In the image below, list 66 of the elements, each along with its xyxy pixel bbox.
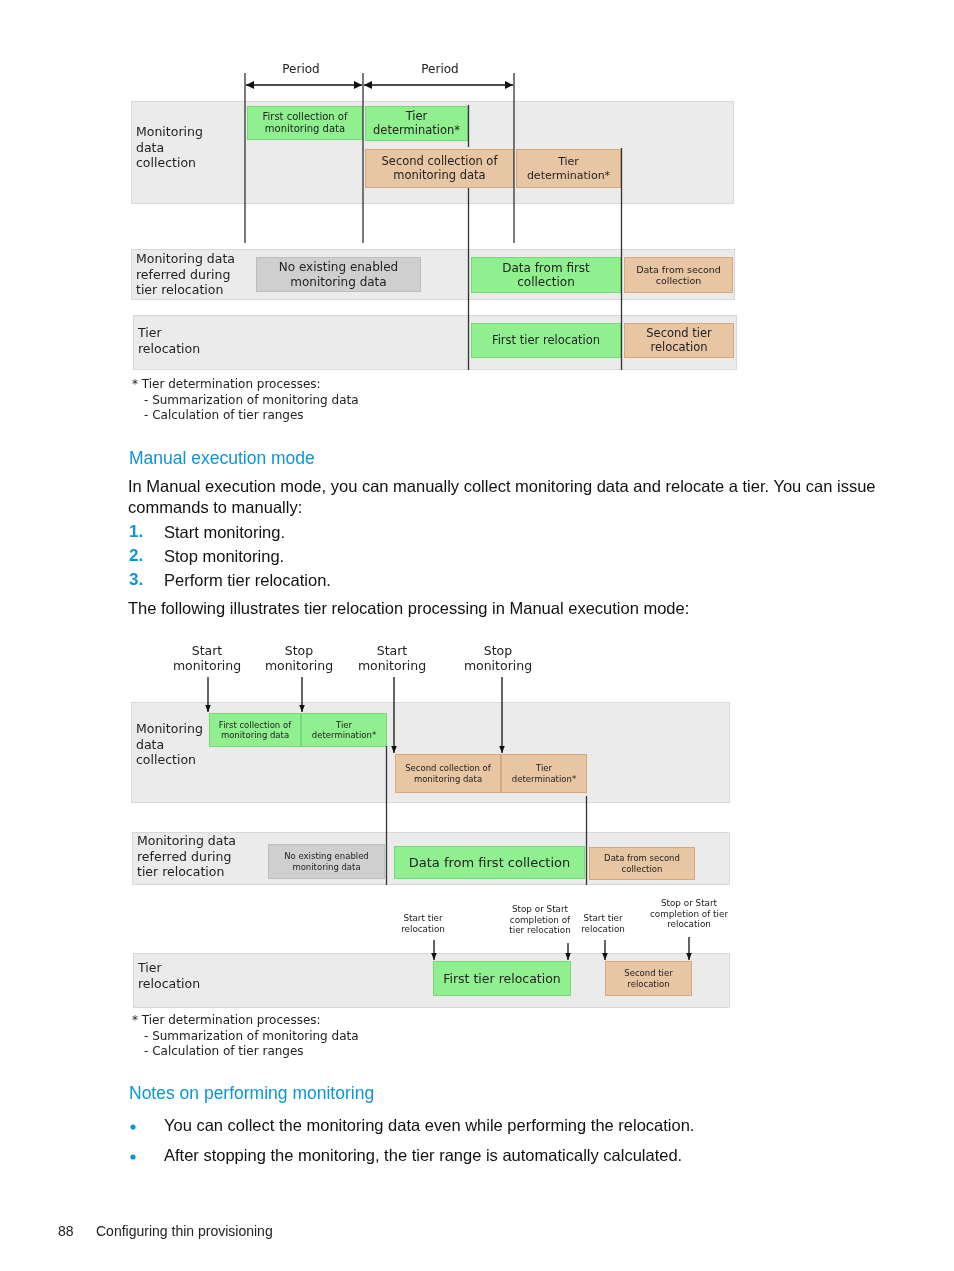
process-box: Data from second collection (589, 847, 695, 880)
event-label: Stop monitoring (456, 643, 540, 676)
footnote-text: - Summarization of monitoring data (144, 1029, 360, 1045)
process-box: Second collection of monitoring data (395, 754, 501, 793)
list-number: 1. (129, 522, 145, 542)
arrow (391, 676, 397, 754)
process-box: No existing enabled monitoring data (256, 257, 421, 292)
process-box: First tier relocation (471, 323, 621, 358)
bullet-text: After stopping the monitoring, the tier range is automatically calculated. (164, 1145, 684, 1166)
process-box: Tier determination* (365, 106, 468, 141)
swimlane-band (131, 249, 735, 300)
process-box: Second collection of monitoring data (365, 149, 514, 188)
swimlane-band (133, 953, 730, 1008)
arrow (205, 676, 211, 713)
process-box: Data from first collection (394, 846, 585, 879)
process-box: Tier determination* (501, 754, 587, 793)
footer-text: Configuring thin provisioning (96, 1223, 274, 1239)
section-heading: Manual execution mode (129, 448, 316, 469)
process-box: Second tier relocation (605, 961, 692, 996)
list-item: Start monitoring. (164, 522, 287, 543)
period-label: Period (420, 62, 460, 78)
swimlane-band (133, 315, 737, 370)
arrow (299, 676, 305, 713)
lane-label: Monitoring data referred during tier relocation (137, 833, 237, 880)
footnote-text: * Tier determination processes: (132, 377, 322, 393)
list-number: 2. (129, 546, 145, 566)
arrow (686, 936, 692, 961)
list-number: 3. (129, 570, 145, 590)
process-box: First collection of monitoring data (247, 106, 363, 140)
swimlane-band (131, 101, 734, 204)
process-box: Second tier relocation (624, 323, 734, 358)
footnote-text: * Tier determination processes: (132, 1013, 322, 1029)
event-label: Start monitoring (350, 643, 434, 676)
process-box: First tier relocation (433, 961, 571, 996)
section-heading: Notes on performing monitoring (129, 1083, 376, 1104)
process-box: Tier determination* (516, 149, 621, 188)
footnote-text: - Summarization of monitoring data (144, 393, 360, 409)
process-box: Data from second collection (624, 257, 733, 293)
list-item: Perform tier relocation. (164, 570, 332, 591)
event-label: Stop monitoring (257, 643, 341, 676)
arrow (565, 942, 571, 961)
swimlane-band (131, 702, 730, 803)
period-label: Period (281, 62, 321, 78)
bullet-text: You can collect the monitoring data even while performing the relocation. (164, 1115, 696, 1136)
page-number: 88 (58, 1223, 75, 1239)
footnote-text: - Calculation of tier ranges (144, 1044, 305, 1060)
lane-label: Tier relocation (138, 960, 202, 992)
lane-label: Monitoring data collection (136, 124, 204, 171)
swimlane-band (132, 832, 730, 885)
list-item: Stop monitoring. (164, 546, 286, 567)
lane-label: Tier relocation (138, 325, 202, 357)
process-box: Data from first collection (471, 257, 621, 293)
lane-label: Monitoring data collection (136, 721, 204, 768)
process-box: No existing enabled monitoring data (268, 844, 385, 879)
event-label: Stop or Start completion of tier relocation (649, 898, 729, 936)
paragraph: The following illustrates tier relocation processing in Manual execution mode: (128, 598, 691, 619)
event-label: Start tier relocation (391, 913, 455, 939)
arrow (431, 939, 437, 961)
arrow (602, 939, 608, 961)
paragraph: In Manual execution mode, you can manually collect monitoring data and relocate a tier. You can issue commands to manually: (128, 476, 877, 519)
arrow (499, 676, 505, 754)
process-box: First collection of monitoring data (209, 713, 301, 747)
process-box: Tier determination* (301, 713, 387, 747)
event-label: Start monitoring (165, 643, 249, 676)
lane-label: Monitoring data referred during tier relocation (136, 251, 236, 298)
footnote-text: - Calculation of tier ranges (144, 408, 305, 424)
